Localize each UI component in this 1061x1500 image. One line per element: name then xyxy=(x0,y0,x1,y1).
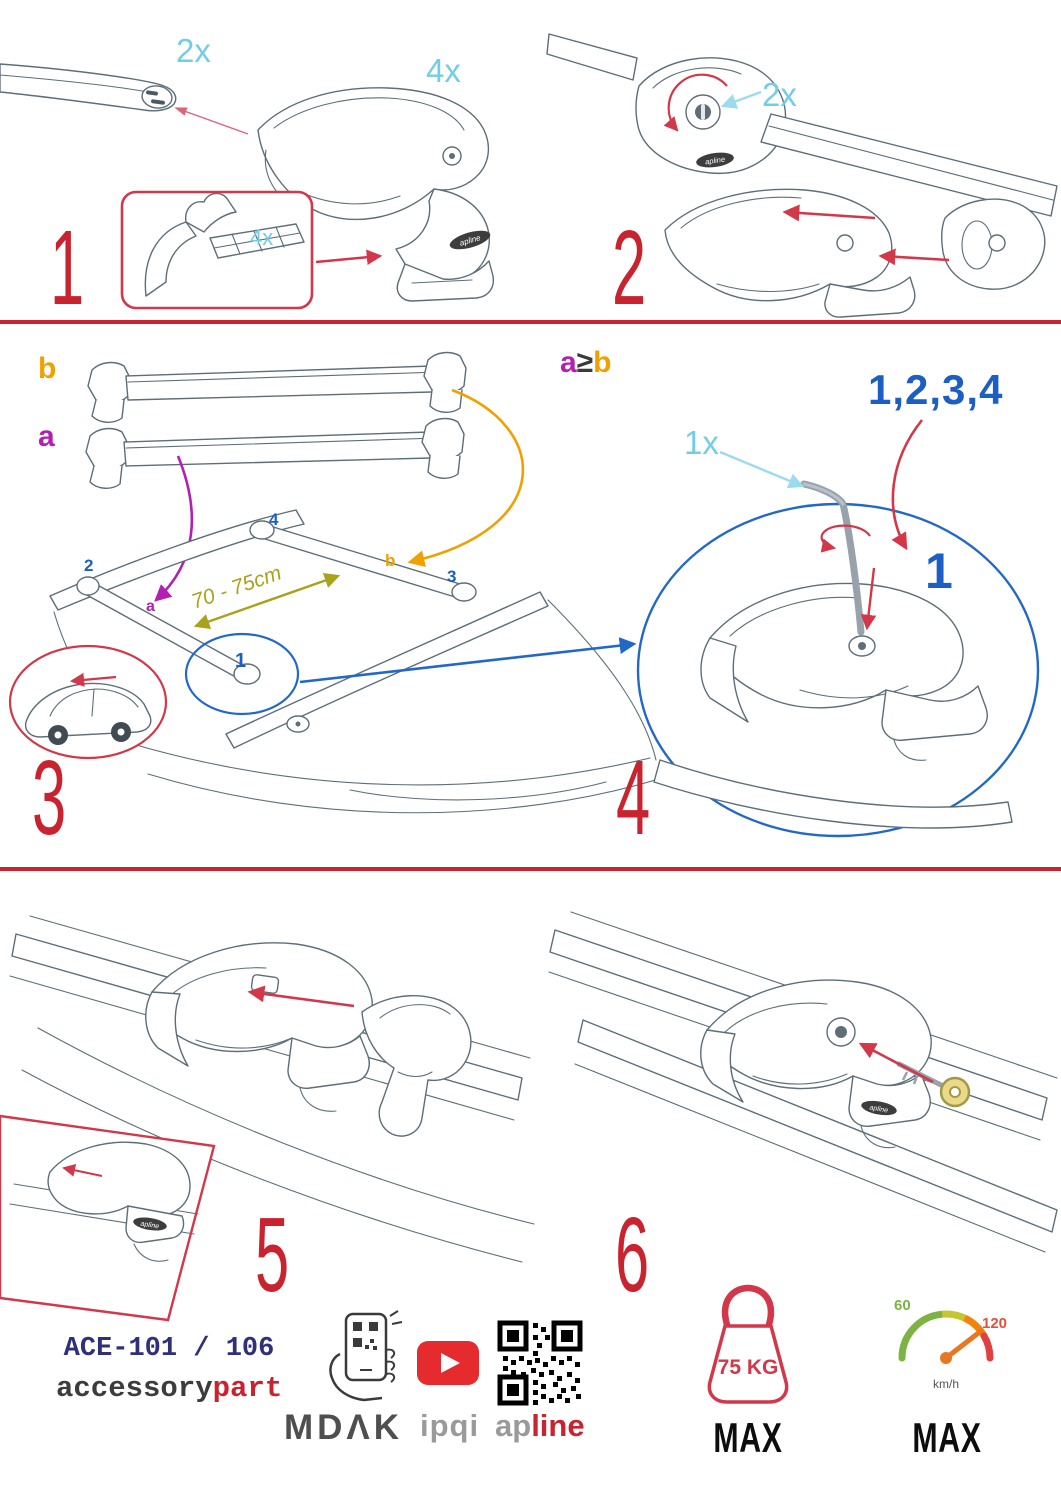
roof-position-1: 1 xyxy=(235,650,247,672)
section-divider-2 xyxy=(0,867,1061,871)
tool-qty-arrow xyxy=(719,450,805,489)
step-1-number: 1 xyxy=(50,209,85,327)
brand-red: part xyxy=(212,1372,283,1405)
rule-op: ≥ xyxy=(576,346,594,379)
step5-illustration: apline xyxy=(0,915,535,1322)
step6-illustration: apline xyxy=(548,911,1058,1253)
step-4-number: 4 xyxy=(616,739,651,857)
insert-bracket-arrow xyxy=(247,985,355,1008)
roof-position-2: 2 xyxy=(84,556,94,575)
roof-position-4: 4 xyxy=(269,510,279,529)
apline-red: line xyxy=(531,1408,585,1443)
step1-illustration: apline xyxy=(0,63,495,310)
step-3-number: 3 xyxy=(32,739,67,857)
flush-rail-inset: apline xyxy=(0,1114,216,1322)
step4-illustration xyxy=(636,419,1040,838)
speedometer-needle xyxy=(943,1328,984,1361)
zoom-pointer-arrow xyxy=(299,637,637,684)
step1-clamp-qty: 4x xyxy=(426,52,461,89)
weight-max-label: MAX xyxy=(713,1414,783,1461)
crossbar-b-illustration xyxy=(87,351,467,423)
clamp-logo-text: apline xyxy=(140,1221,160,1231)
qr-code xyxy=(497,1320,583,1406)
roof-a-label: a xyxy=(146,598,155,615)
speed-120: 120 xyxy=(982,1315,1007,1332)
allen-key-illustration xyxy=(800,480,865,636)
roof-b-label: b xyxy=(385,551,396,570)
step1-bar-qty: 2x xyxy=(176,32,211,69)
position-1-circle xyxy=(184,632,300,716)
section-divider-1 xyxy=(0,320,1061,324)
tighten-sequence: 1,2,3,4 xyxy=(868,366,1004,413)
lock-clamp-illustration: apline xyxy=(700,979,932,1149)
distance-arrow xyxy=(193,573,341,629)
roof-top-view-illustration xyxy=(49,509,663,814)
crossbar-a-illustration xyxy=(85,417,465,489)
sequence-first-arrow xyxy=(891,419,924,551)
mdak-logo: MDΛK xyxy=(284,1408,404,1447)
step-6-number: 6 xyxy=(615,1196,650,1314)
crossbar-illustration xyxy=(0,63,249,135)
bar-order-rule: a≥b xyxy=(560,346,611,380)
bracket-illustration xyxy=(361,994,472,1137)
clamp-logo-text: apline xyxy=(705,155,726,167)
clamp-logo-patch: apline xyxy=(449,230,491,250)
pad-detail-inset xyxy=(120,190,383,310)
weight-limit-icon: 75 KG xyxy=(707,1284,789,1404)
lock-qty-arrow xyxy=(720,90,762,109)
speed-60: 60 xyxy=(894,1297,911,1314)
step1-clamp-illustration: apline xyxy=(257,87,495,302)
phone-qr-icon xyxy=(329,1310,403,1402)
speed-max-label: MAX xyxy=(912,1414,982,1461)
tighten-arrow xyxy=(860,567,877,631)
step-5-number: 5 xyxy=(255,1196,290,1314)
apline-gray: ap xyxy=(495,1408,532,1443)
brand-gray: accessory xyxy=(56,1372,213,1405)
clamp-logo-patch: apline xyxy=(133,1217,167,1231)
ipqi-logo: ipqi xyxy=(420,1408,480,1443)
step1-pad-qty: 4x xyxy=(250,225,274,250)
step2-lock-qty: 2x xyxy=(762,76,797,113)
endcap-lock-illustration: apline xyxy=(546,33,1058,217)
step2-illustration: apline xyxy=(546,33,1058,318)
tool-qty: 1x xyxy=(684,424,719,461)
product-code: ACE-101 / 106 xyxy=(63,1334,275,1364)
bar-a-label: a xyxy=(38,420,55,453)
roof-position-3: 3 xyxy=(447,567,457,586)
bar-b-label: b xyxy=(38,352,57,385)
step3-illustration xyxy=(8,351,663,814)
attach-cap-arrow xyxy=(878,248,950,266)
bar-a-position-arrow xyxy=(154,455,194,602)
qr-modules xyxy=(503,1323,581,1405)
clamp-logo-text: apline xyxy=(869,1104,889,1114)
zoom-clamp-illustration xyxy=(653,582,1013,829)
rail-clamp-illustration xyxy=(145,942,373,1112)
sequence-first: 1 xyxy=(925,543,953,599)
car-direction-inset xyxy=(8,644,168,760)
key-insert-arrow xyxy=(858,1042,934,1084)
weight-value: 75 KG xyxy=(718,1356,779,1379)
slide-in-arrow xyxy=(782,204,876,222)
bar-b-position-arrow xyxy=(407,388,525,568)
rotate-key-arrow xyxy=(820,524,871,553)
speed-unit: km/h xyxy=(933,1377,959,1391)
apline-logo: apline xyxy=(495,1408,585,1444)
endcap-assembly-illustration xyxy=(664,188,1046,318)
brand-wordmark: accessorypart xyxy=(56,1372,282,1405)
rule-a: a xyxy=(560,346,577,379)
clamp-logo-patch: apline xyxy=(696,152,734,168)
step-2-number: 2 xyxy=(612,209,647,327)
youtube-icon xyxy=(417,1341,479,1385)
speedometer-icon: 60 120 km/h xyxy=(894,1297,1007,1391)
clamp-logo-patch: apline xyxy=(861,1100,897,1116)
rule-b: b xyxy=(593,346,612,379)
rotate-lock-arrow xyxy=(663,73,728,132)
